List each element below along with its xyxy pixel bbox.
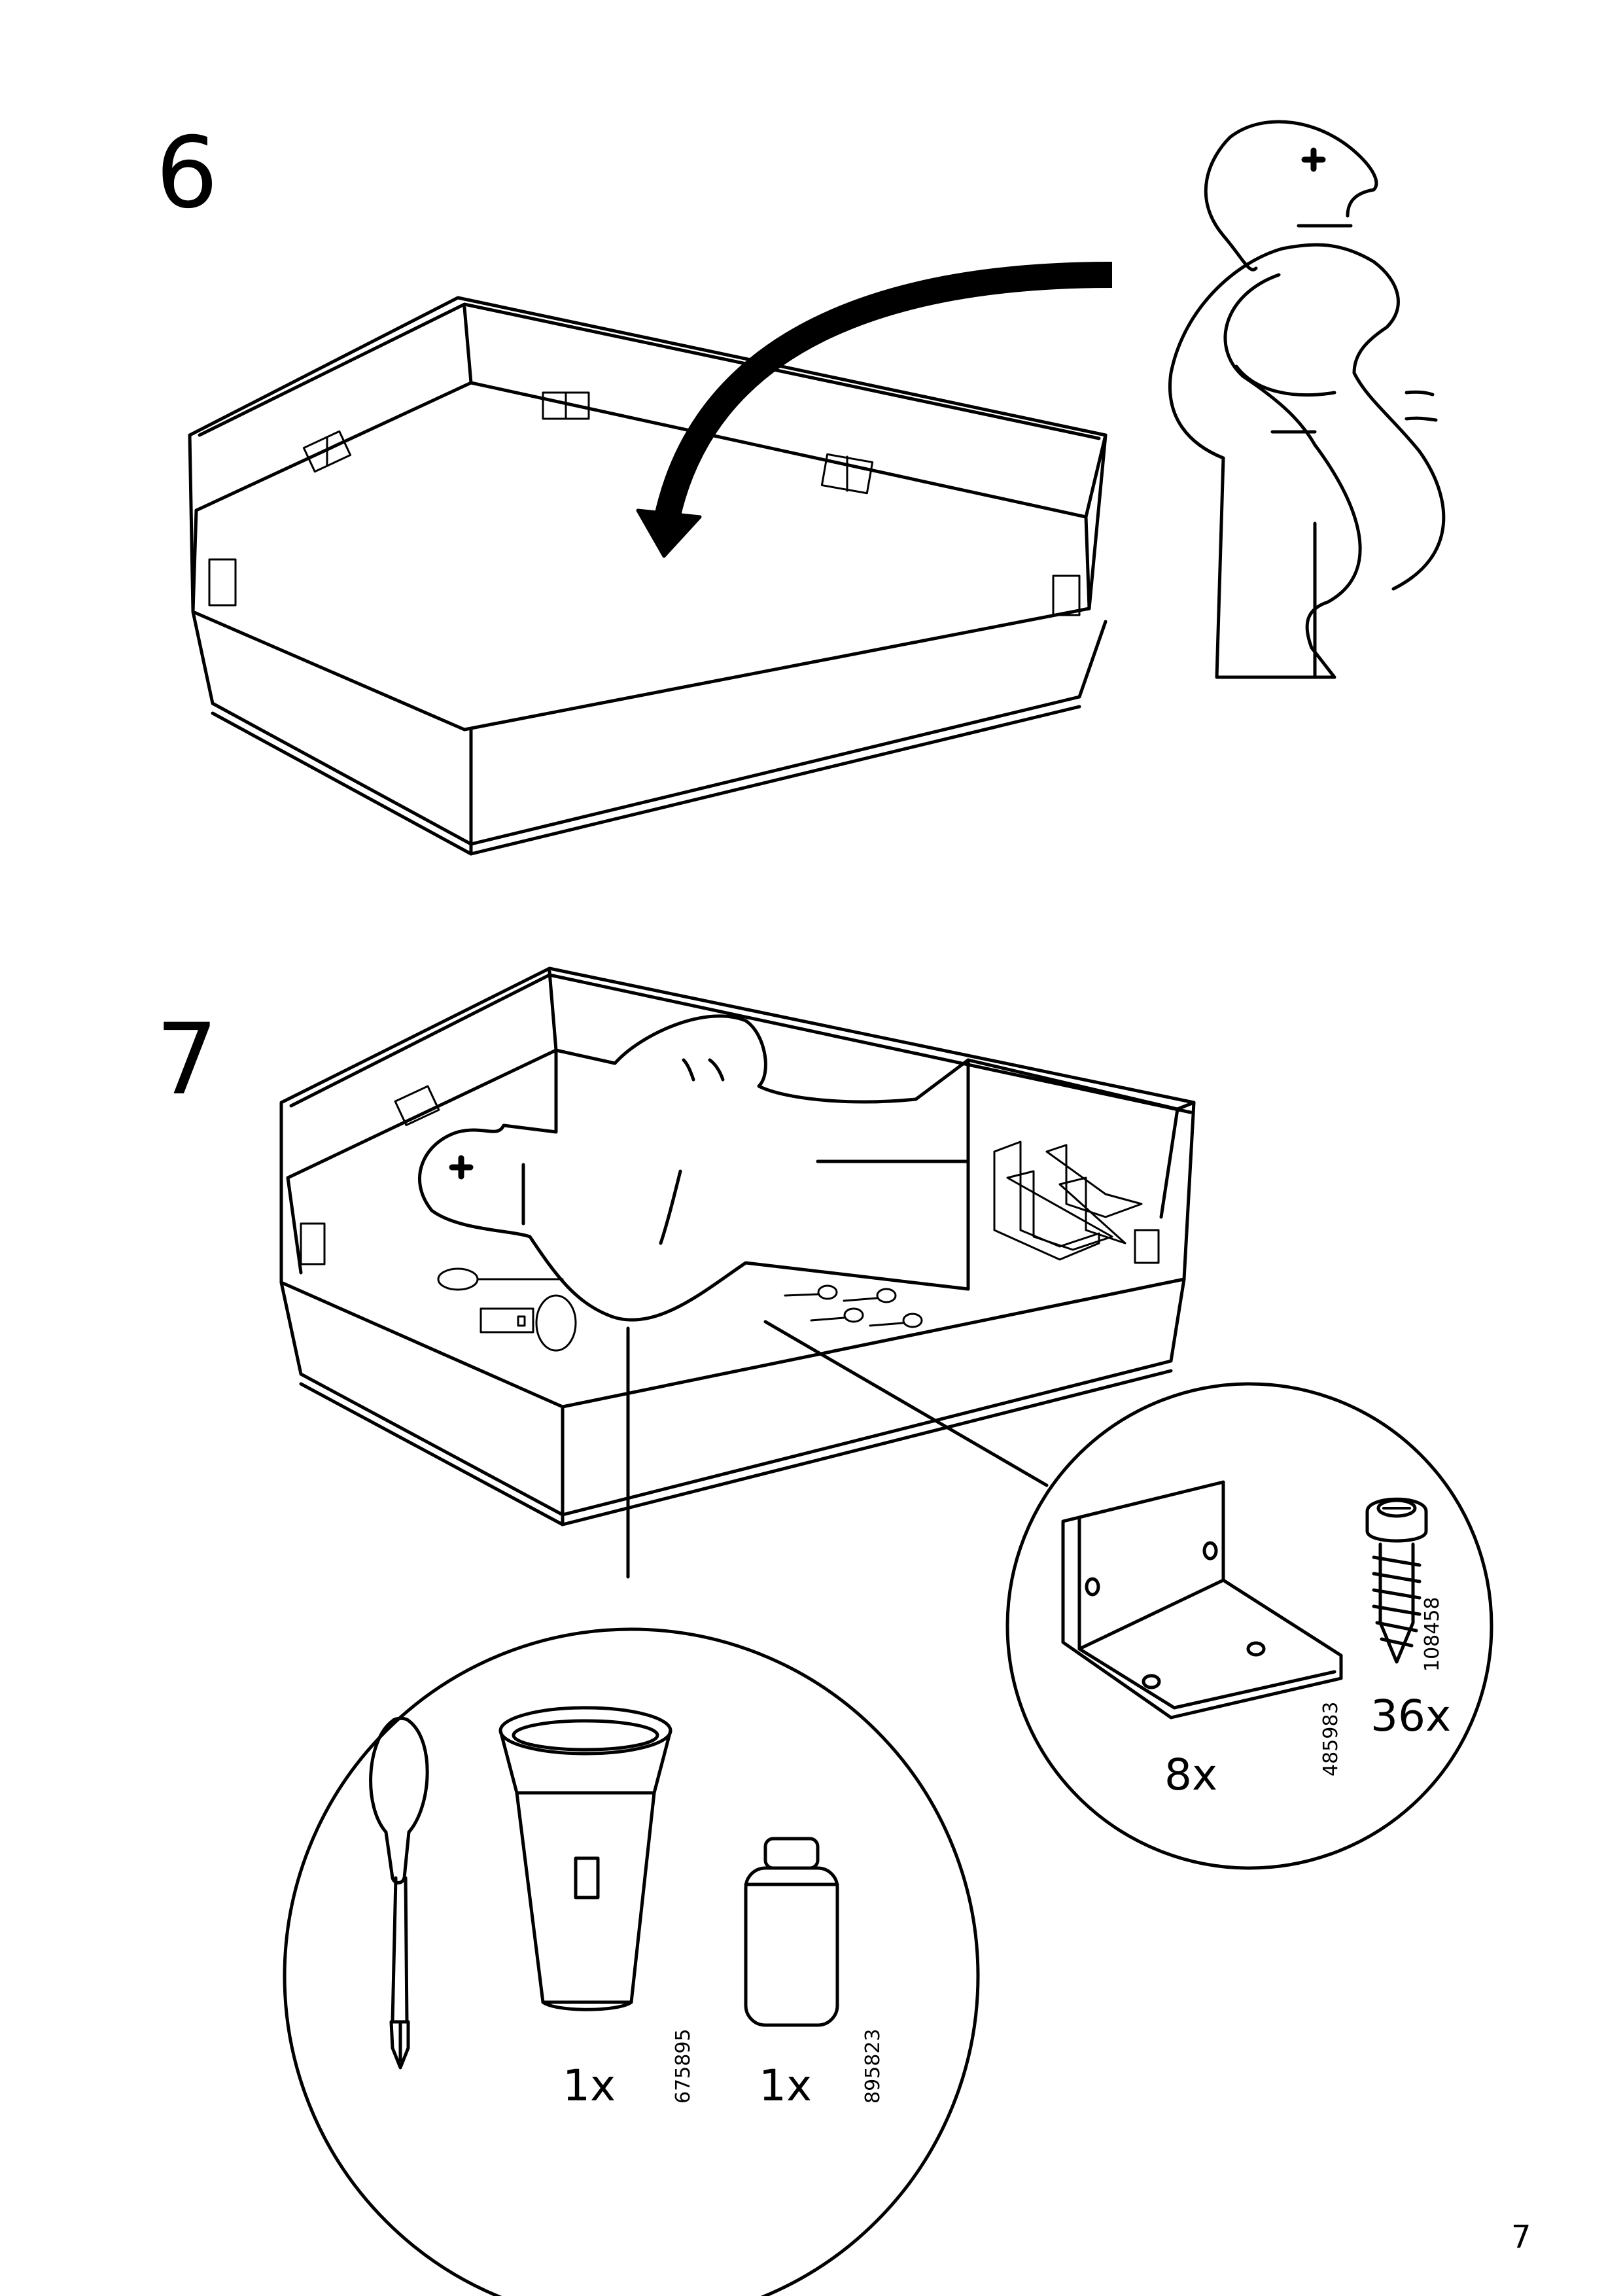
arrow-head-icon [636,508,702,558]
glue-bottle-icon [744,1837,839,2027]
step-number-6: 6 [156,116,218,230]
rotate-arrow-icon [654,262,1113,520]
hinge-icon [208,391,1081,616]
screw-icon [1365,1497,1428,1664]
page-number: 7 [1511,2219,1531,2255]
step6-box-drawing [188,262,1113,856]
lamp-article-number: 675895 [672,2028,695,2104]
screws-in-box-icon [784,1284,923,1328]
small-tools-icon [437,1267,577,1352]
detail-circle-tools [283,1627,980,2296]
plus-icon [449,1155,474,1180]
lamp-icon [498,1706,672,2011]
step7-box-drawing [279,966,1196,1579]
bracket-group-icon [993,1140,1143,1261]
bottle-article-number: 895823 [862,2028,884,2104]
step-number-7: 7 [156,1003,218,1117]
screw-article-number: 108458 [1421,1597,1444,1672]
screw-quantity: 36x [1370,1691,1452,1741]
bracket-quantity: 8x [1164,1750,1218,1800]
bracket-article-number: 485983 [1319,1701,1342,1776]
assembler-figure [1168,120,1446,679]
screwdriver-icon [369,1716,429,2070]
plus-icon [1301,147,1326,172]
detail-circle-hardware [1005,1382,1493,1870]
angle-bracket-icon [1061,1480,1343,1720]
bottle-quantity: 1x [759,2060,812,2111]
lamp-quantity: 1x [563,2060,616,2111]
